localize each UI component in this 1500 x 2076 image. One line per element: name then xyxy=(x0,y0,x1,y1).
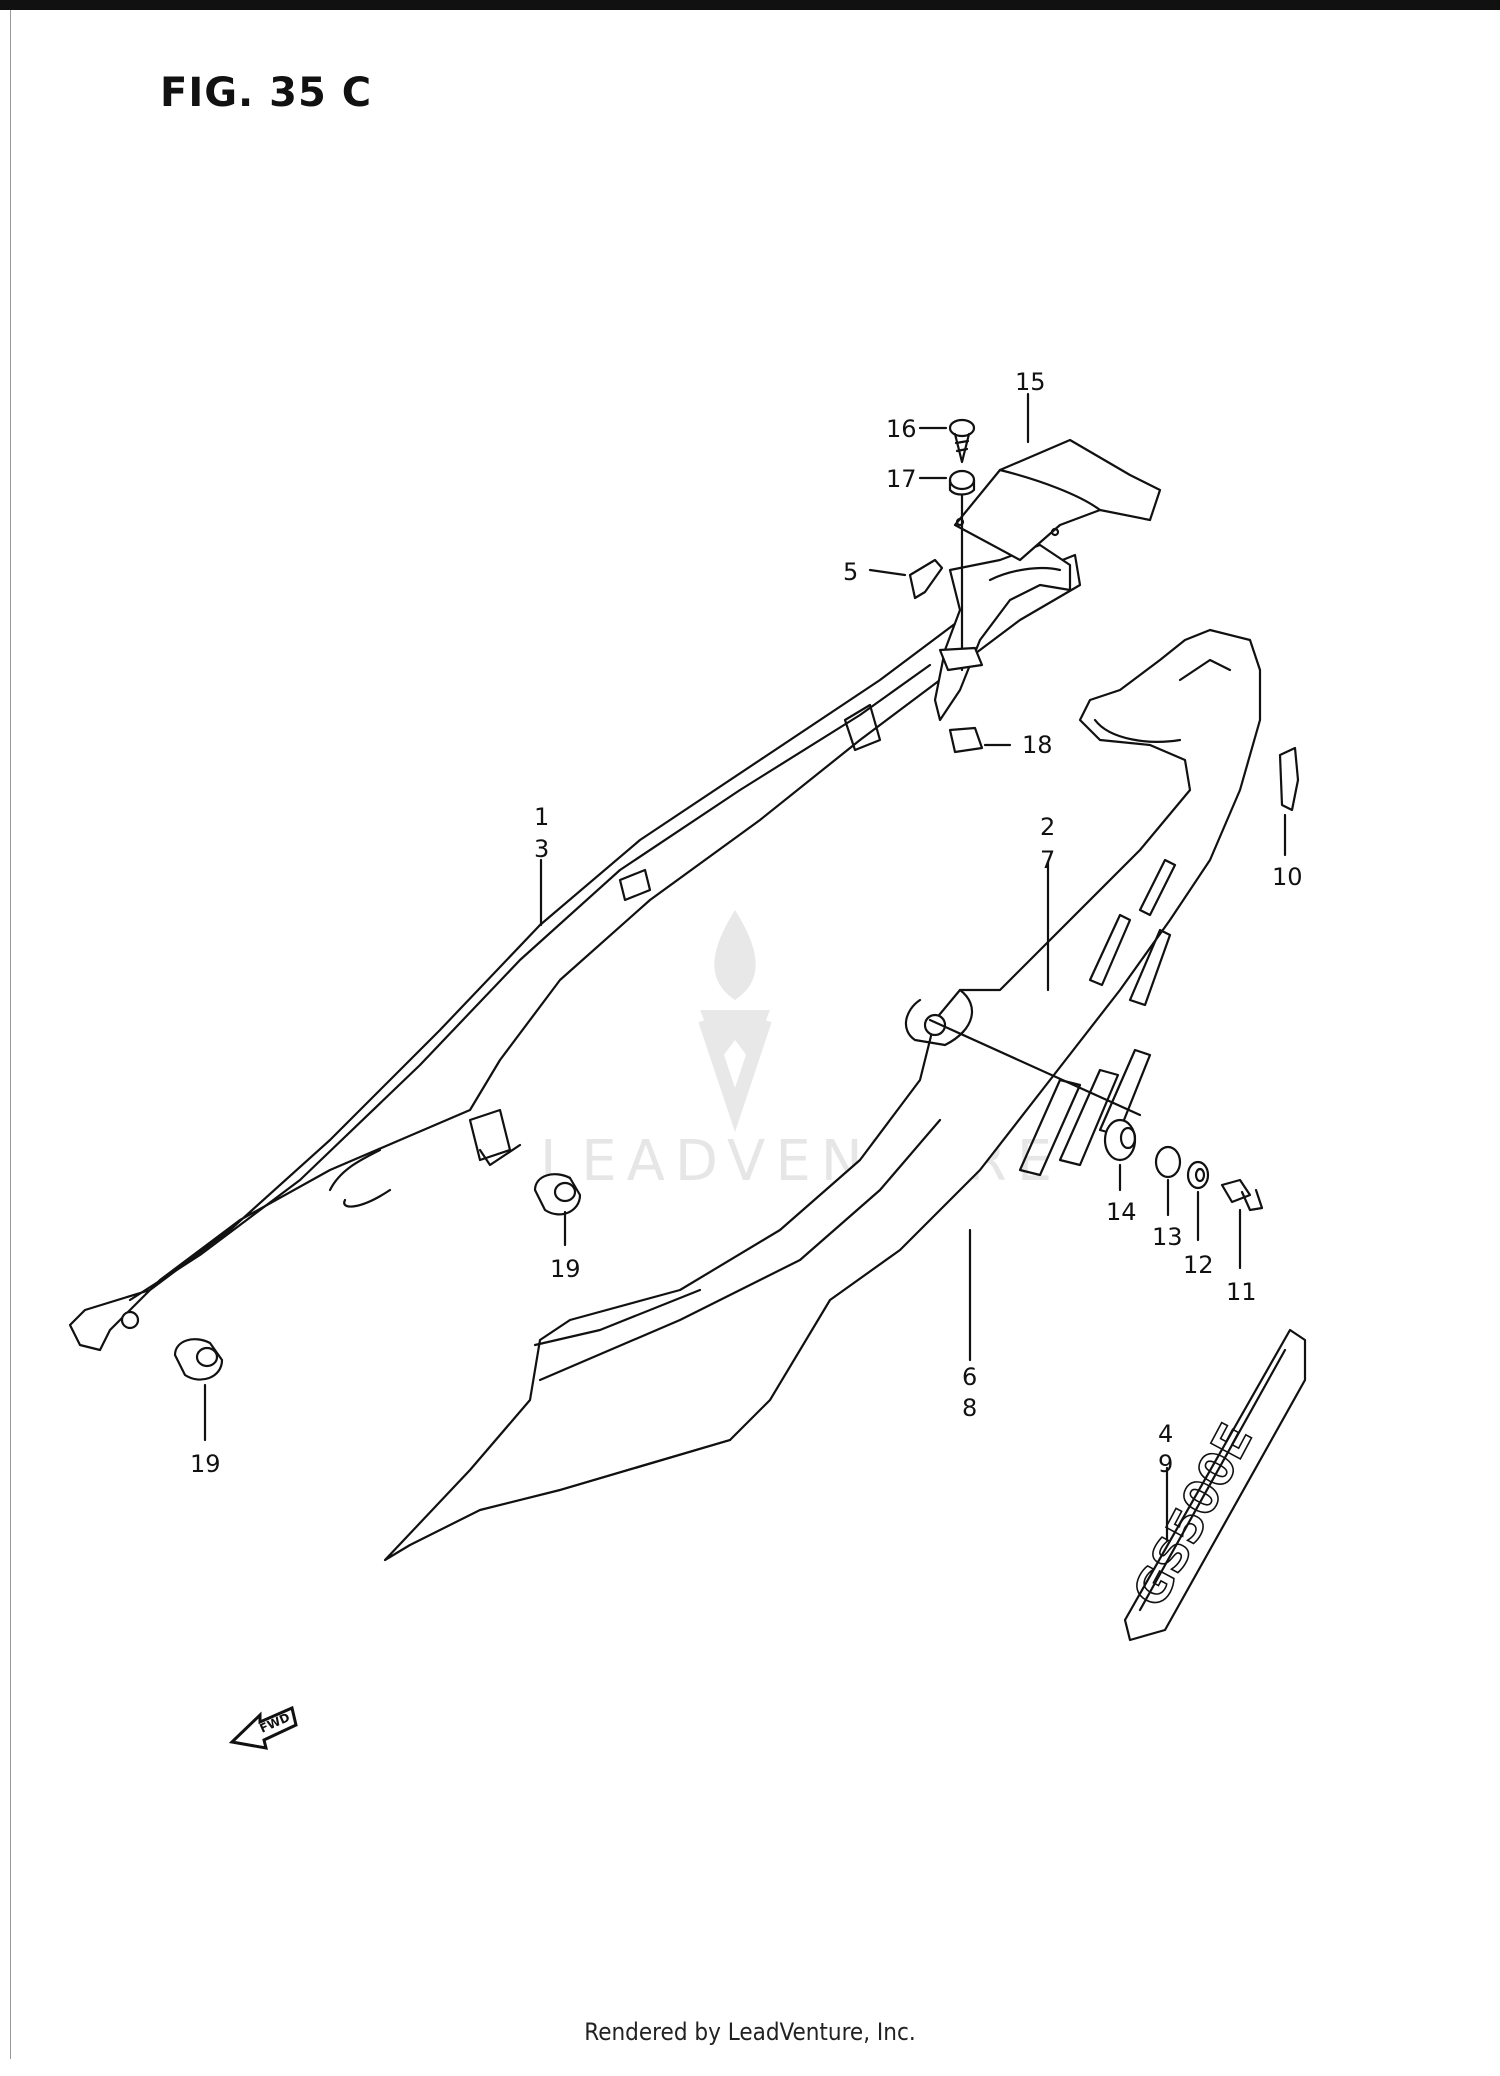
callout-10: 10 xyxy=(1272,863,1303,891)
assembly-line-11-14 xyxy=(928,1018,1142,1117)
frame-cover-left[interactable] xyxy=(68,553,1082,1352)
callout-11: 11 xyxy=(1226,1278,1257,1306)
footer-text: Rendered by LeadVenture, Inc. xyxy=(584,2018,916,2046)
figure-title: FIG. 35 C xyxy=(160,70,373,116)
clip-10[interactable] xyxy=(1278,746,1300,812)
collar-13[interactable] xyxy=(1154,1145,1182,1179)
nut-18-lower[interactable] xyxy=(948,726,984,754)
nut-18-upper[interactable] xyxy=(938,646,984,672)
washer-17[interactable] xyxy=(948,469,976,496)
callout-6: 6 xyxy=(962,1363,977,1391)
clip-5[interactable] xyxy=(908,558,944,600)
grommet-19-lower[interactable] xyxy=(173,1338,224,1381)
left-edge-line xyxy=(10,10,11,2059)
callout-labels: 15 16 17 5 18 1 3 2 7 10 14 13 12 11 19 … xyxy=(190,368,1303,1478)
callout-18: 18 xyxy=(1022,731,1053,759)
screw-16[interactable] xyxy=(948,418,976,464)
fwd-arrow: FWD xyxy=(228,1705,298,1750)
callout-17: 17 xyxy=(886,465,917,493)
emblem-text: GS500E xyxy=(1122,1415,1263,1615)
callout-4: 4 xyxy=(1158,1420,1173,1448)
top-border xyxy=(0,0,1500,10)
grommet-14[interactable] xyxy=(1103,1118,1137,1162)
callout-16: 16 xyxy=(886,415,917,443)
emblem-gs500e[interactable]: GS500E xyxy=(1121,1328,1307,1642)
callout-14: 14 xyxy=(1106,1198,1137,1226)
bolt-11[interactable] xyxy=(1220,1178,1264,1212)
callout-1: 1 xyxy=(534,803,549,831)
callout-15: 15 xyxy=(1015,368,1046,396)
washer-12[interactable] xyxy=(1186,1160,1210,1190)
footer-credit: Rendered by LeadVenture, Inc. xyxy=(0,2018,1500,2076)
callout-19-lower: 19 xyxy=(190,1450,221,1478)
callout-13: 13 xyxy=(1152,1223,1183,1251)
callout-8: 8 xyxy=(962,1394,977,1422)
callout-12: 12 xyxy=(1183,1251,1214,1279)
grommet-19-upper[interactable] xyxy=(533,1173,582,1216)
seat-bracket-plate[interactable] xyxy=(953,438,1162,562)
callout-19-upper: 19 xyxy=(550,1255,581,1283)
callout-5: 5 xyxy=(843,558,858,586)
callout-3: 3 xyxy=(534,835,549,863)
leader-lines xyxy=(203,392,1287,1542)
callout-2: 2 xyxy=(1040,813,1055,841)
callout-9: 9 xyxy=(1158,1450,1173,1478)
callout-7: 7 xyxy=(1040,846,1055,874)
